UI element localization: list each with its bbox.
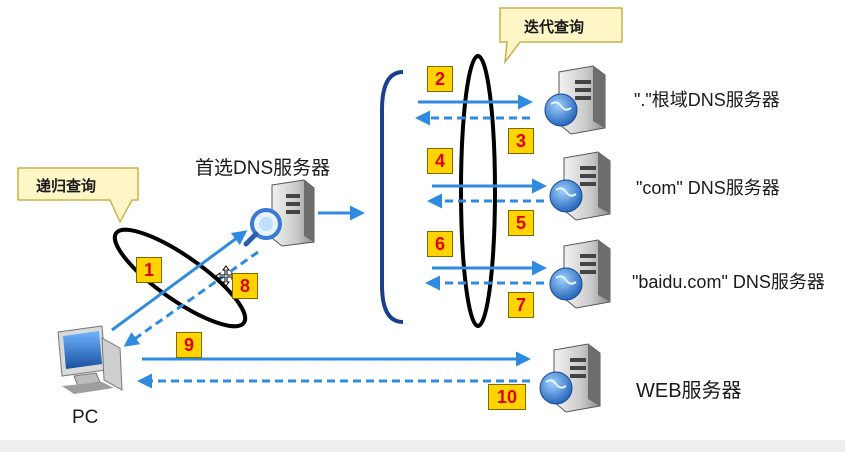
- arrow-pc-to-dns: [111, 230, 248, 332]
- iteration-bracket: [380, 70, 404, 324]
- web-server-label: WEB服务器: [636, 380, 742, 402]
- step-2: 2: [427, 66, 453, 92]
- preferred-dns-server-icon: [243, 179, 315, 247]
- preferred-dns-label: 首选DNS服务器: [195, 158, 331, 179]
- baidu-server-label: "baidu.com" DNS服务器: [632, 272, 825, 292]
- step-9: 9: [176, 332, 202, 358]
- step-7: 7: [508, 292, 534, 318]
- step-8: 8: [232, 273, 258, 299]
- com-server-icon: [549, 151, 611, 221]
- step-4: 4: [427, 148, 453, 174]
- iterative-query-label: 迭代查询: [524, 19, 585, 36]
- root-server-label: "."根域DNS服务器: [634, 90, 780, 110]
- step-5: 5: [508, 210, 534, 236]
- root-server-icon: [544, 65, 606, 135]
- recursive-query-callout: [17, 167, 139, 224]
- pc-label: PC: [72, 407, 99, 428]
- baidu-server-icon: [549, 239, 611, 309]
- step-3: 3: [508, 128, 534, 154]
- recursive-ellipse: [112, 227, 248, 329]
- bottom-strip: [0, 440, 845, 452]
- pc-icon: [57, 325, 123, 394]
- arrow-dns-to-pc: [123, 250, 259, 347]
- recursive-query-label: 递归查询: [36, 178, 97, 195]
- step-10: 10: [488, 384, 526, 410]
- com-server-label: "com" DNS服务器: [636, 178, 780, 198]
- step-6: 6: [427, 231, 453, 257]
- iterative-query-callout: [499, 7, 623, 65]
- iterative-ellipse: [459, 54, 497, 328]
- step-1: 1: [136, 257, 162, 283]
- web-server-icon: [539, 343, 601, 413]
